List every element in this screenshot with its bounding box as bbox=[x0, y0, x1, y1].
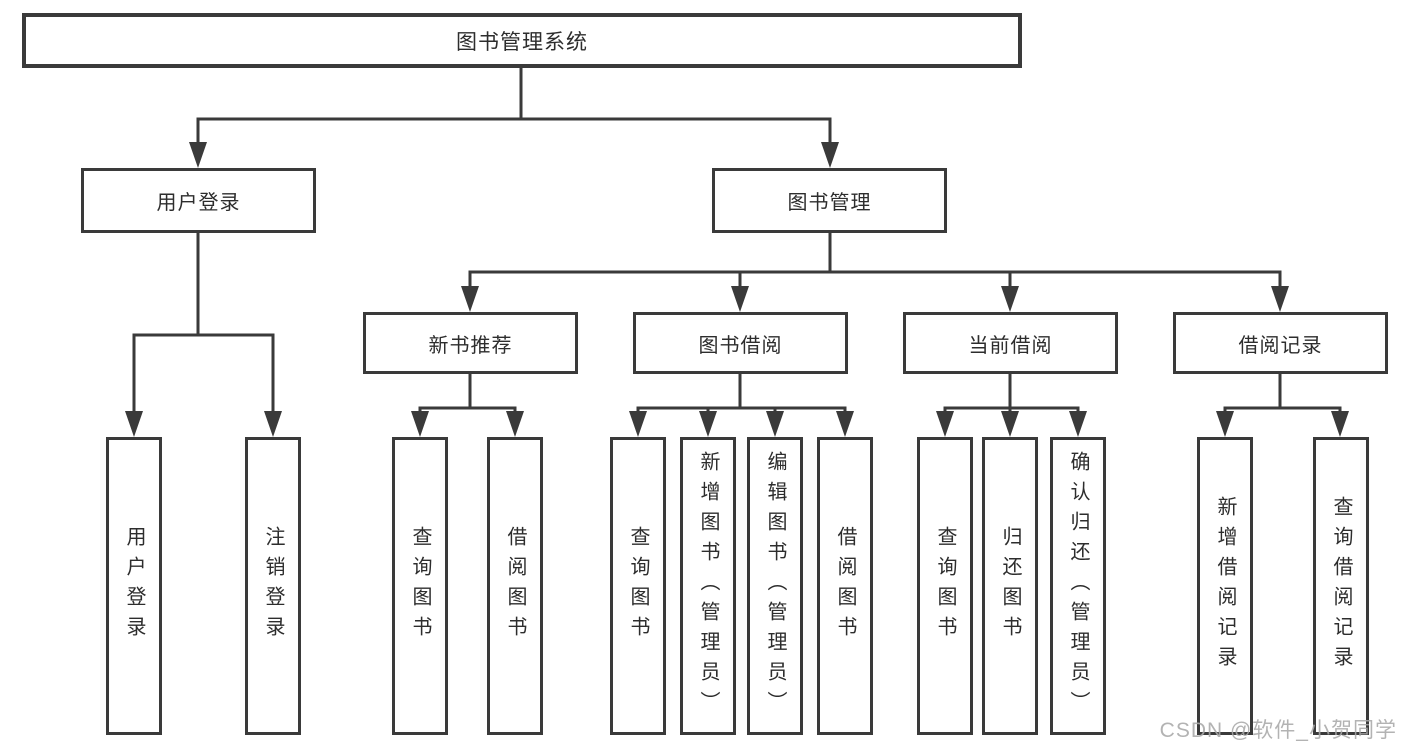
leaf-borrow-add-book-admin: 新增图书（管理员） bbox=[680, 437, 736, 735]
node-current-borrowing: 当前借阅 bbox=[903, 312, 1118, 374]
node-borrowing-records: 借阅记录 bbox=[1173, 312, 1388, 374]
watermark: CSDN @软件_小贺同学 bbox=[1159, 719, 1397, 742]
node-new-book-recommendation: 新书推荐 bbox=[363, 312, 578, 374]
arrowheads bbox=[125, 142, 1349, 437]
leaf-borrow-edit-book-admin: 编辑图书（管理员） bbox=[747, 437, 803, 735]
leaf-records-add-borrow-record: 新增借阅记录 bbox=[1197, 437, 1253, 735]
tree-edges bbox=[132, 65, 1342, 415]
leaf-current-query-books: 查询图书 bbox=[917, 437, 973, 735]
node-user-login: 用户登录 bbox=[81, 168, 316, 233]
leaf-borrow-borrow-books: 借阅图书 bbox=[817, 437, 873, 735]
leaf-newbook-borrow-books: 借阅图书 bbox=[487, 437, 543, 735]
leaf-current-return-books: 归还图书 bbox=[982, 437, 1038, 735]
node-library-system: 图书管理系统 bbox=[22, 13, 1022, 68]
leaf-records-query-borrow-record: 查询借阅记录 bbox=[1313, 437, 1369, 735]
node-book-borrowing: 图书借阅 bbox=[633, 312, 848, 374]
leaf-borrow-query-books: 查询图书 bbox=[610, 437, 666, 735]
leaf-newbook-query-books: 查询图书 bbox=[392, 437, 448, 735]
leaf-current-confirm-return-admin: 确认归还（管理员） bbox=[1050, 437, 1106, 735]
node-book-management: 图书管理 bbox=[712, 168, 947, 233]
leaf-user-login: 用户登录 bbox=[106, 437, 162, 735]
leaf-logout: 注销登录 bbox=[245, 437, 301, 735]
